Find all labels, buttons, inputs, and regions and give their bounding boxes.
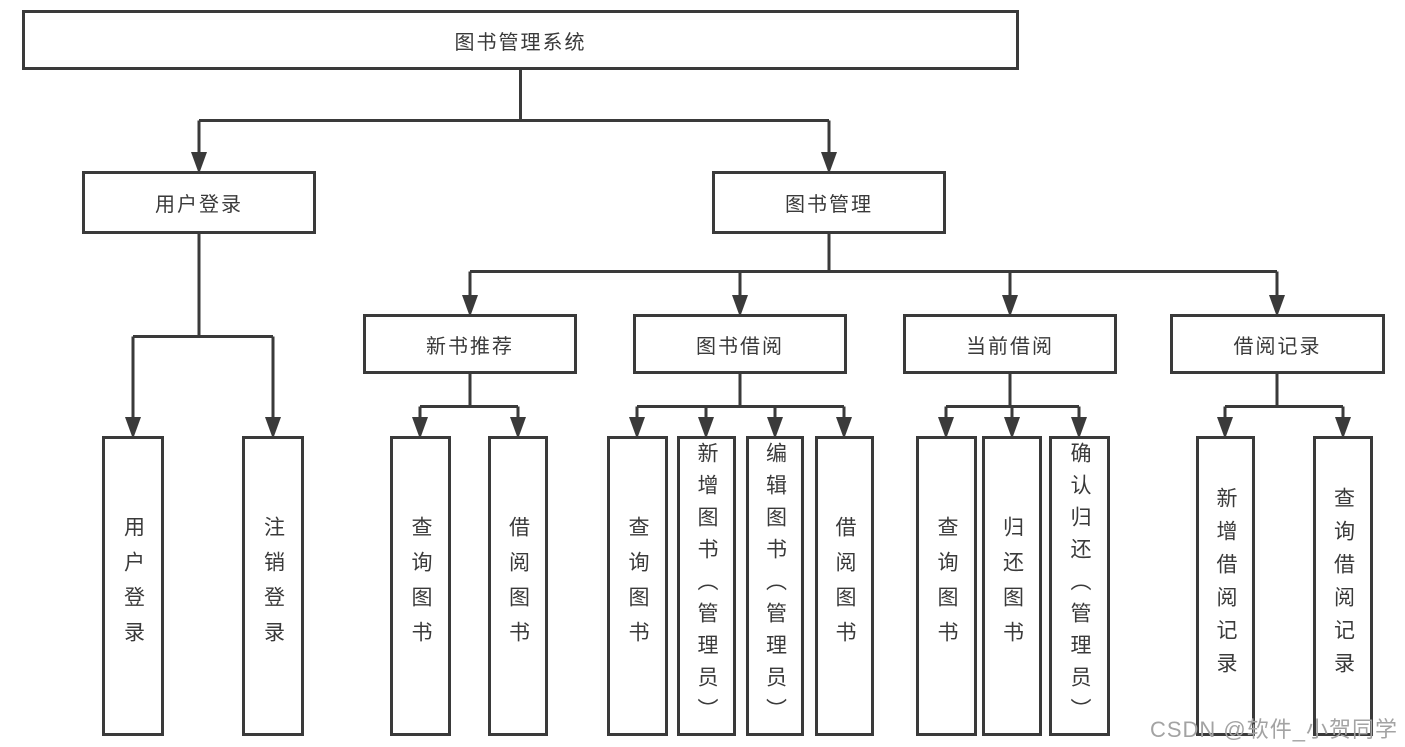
leaf-bb-edit-books-admin-label: 编辑图书（管理员） [763,442,787,730]
leaf-nbr-borrow-books: 借阅图书 [488,436,548,736]
node-book-borrow: 图书借阅 [633,314,847,374]
leaf-cb-query-books: 查询图书 [916,436,977,736]
leaf-nbr-borrow-books-label: 借阅图书 [506,516,530,656]
leaf-bb-edit-books-admin: 编辑图书（管理员） [746,436,804,736]
node-current-borrow-label: 当前借阅 [966,335,1054,358]
node-new-book-recommend: 新书推荐 [363,314,577,374]
node-root: 图书管理系统 [22,10,1019,70]
node-user-login: 用户登录 [82,171,316,234]
leaf-br-query-record-label: 查询借阅记录 [1331,487,1355,685]
node-current-borrow: 当前借阅 [903,314,1117,374]
leaf-cb-return-books-label: 归还图书 [1000,516,1024,656]
leaf-bb-add-books-admin-label: 新增图书（管理员） [695,442,718,730]
node-book-borrow-label: 图书借阅 [696,335,784,358]
leaf-nbr-query-books-label: 查询图书 [409,516,432,656]
leaf-bb-borrow-books-label: 借阅图书 [833,516,856,656]
leaf-cb-return-books: 归还图书 [982,436,1042,736]
leaf-bb-add-books-admin: 新增图书（管理员） [677,436,736,736]
leaf-user-login-label: 用户登录 [121,516,145,656]
leaf-logout: 注销登录 [242,436,304,736]
leaf-br-add-record-label: 新增借阅记录 [1214,487,1237,685]
node-root-label: 图书管理系统 [454,31,587,54]
leaf-br-add-record: 新增借阅记录 [1196,436,1255,736]
arrowheads [125,152,1351,439]
leaf-logout-label: 注销登录 [261,516,285,656]
leaf-br-query-record: 查询借阅记录 [1313,436,1373,736]
node-user-login-label: 用户登录 [155,194,243,216]
node-book-management: 图书管理 [712,171,946,234]
leaf-bb-borrow-books: 借阅图书 [815,436,874,736]
node-book-management-label: 图书管理 [785,194,873,216]
leaf-user-login: 用户登录 [102,436,164,736]
leaf-cb-confirm-return-admin-label: 确认归还（管理员） [1068,442,1091,730]
leaf-bb-query-books-label: 查询图书 [626,516,649,656]
csdn-watermark: CSDN @软件_小贺同学 [1149,717,1398,742]
node-borrow-record: 借阅记录 [1170,314,1385,374]
leaf-cb-confirm-return-admin: 确认归还（管理员） [1049,436,1110,736]
node-borrow-record-label: 借阅记录 [1233,335,1322,358]
leaf-cb-query-books-label: 查询图书 [935,516,958,656]
leaf-nbr-query-books: 查询图书 [390,436,451,736]
leaf-bb-query-books: 查询图书 [607,436,668,736]
node-new-book-recommend-label: 新书推荐 [426,335,514,358]
